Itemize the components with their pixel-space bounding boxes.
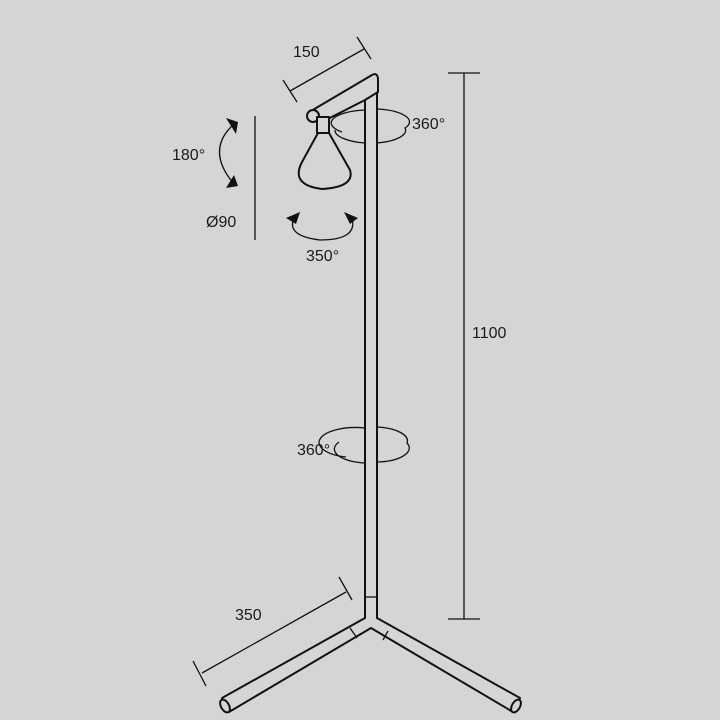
arm-length-dimension	[282, 36, 372, 103]
shade-swivel-icon	[286, 212, 358, 241]
height-dimension	[448, 72, 480, 620]
shade-tilt-icon	[219, 118, 238, 188]
lamp-shade	[297, 116, 352, 190]
height-label: 1100	[472, 325, 507, 342]
leg-length-dimension	[192, 576, 353, 687]
shade-tilt-label: 180°	[172, 147, 205, 164]
arm-rotation-icon	[330, 108, 411, 144]
lamp-pole	[364, 89, 378, 619]
arm-rotation-label: 360°	[412, 116, 445, 133]
leg-length-label: 350	[235, 607, 262, 624]
arm-length-label: 150	[293, 44, 320, 61]
pole-rotation-label: 360°	[297, 442, 330, 459]
lamp-arm	[306, 73, 379, 125]
shade-swivel-label: 350°	[306, 248, 339, 265]
pole-rotation-icon	[318, 426, 410, 464]
shade-diameter-label: Ø90	[206, 214, 236, 231]
lamp-base	[219, 617, 522, 714]
